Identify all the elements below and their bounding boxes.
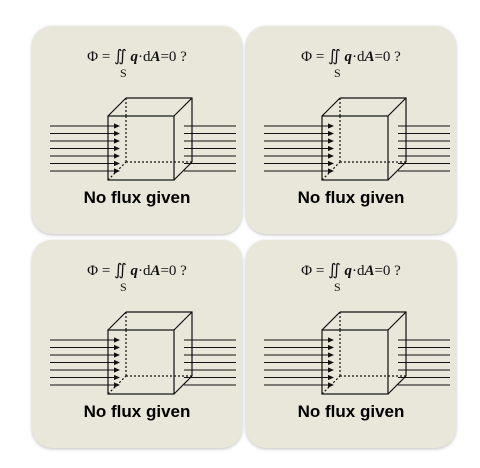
no-flux-caption: No flux given	[83, 188, 191, 207]
incoming-arrow-head	[114, 145, 120, 152]
incoming-arrow-head	[328, 367, 334, 373]
phi-symbol: Φ	[301, 263, 313, 279]
phi-symbol: Φ	[87, 263, 99, 279]
incoming-arrow-head	[328, 160, 334, 167]
double-integral-symbol: ∬	[114, 262, 127, 279]
no-flux-caption: No flux given	[83, 402, 191, 421]
coaster-3: Φ = ∬ q·dA=0 ? S No flux giv	[32, 240, 242, 448]
double-integral-symbol: ∬	[328, 262, 341, 279]
incoming-arrow-head	[328, 374, 334, 381]
equals-zero-question: =0 ?	[374, 263, 401, 279]
incoming-arrow-head	[114, 374, 120, 381]
cube-flux-arrows-icon	[50, 97, 236, 181]
equals-zero-question: =0 ?	[160, 49, 187, 65]
phi-symbol: Φ	[87, 49, 99, 65]
equals-sign: =	[98, 263, 115, 279]
phi-symbol: Φ	[301, 49, 313, 65]
coaster-2: Φ = ∬ q·dA=0 ? S No flux giv	[246, 26, 456, 234]
incoming-arrow-head	[114, 160, 120, 167]
incoming-arrow-head	[114, 153, 120, 159]
incoming-arrow-head	[328, 337, 334, 343]
dot-d: ·d	[137, 49, 151, 65]
incoming-arrow-head	[328, 130, 334, 137]
surface-subscript: S	[334, 280, 341, 294]
flux-formula: Φ = ∬ q·dA=0 ?	[246, 46, 456, 66]
double-integral-symbol: ∬	[328, 48, 341, 65]
cube-flux-arrows-icon	[50, 311, 236, 395]
surface-subscript: S	[334, 66, 341, 80]
flux-formula: Φ = ∬ q·dA=0 ?	[32, 260, 242, 280]
incoming-arrow-head	[114, 344, 120, 351]
flux-formula: Φ = ∬ q·dA=0 ?	[32, 46, 242, 66]
flux-formula: Φ = ∬ q·dA=0 ?	[246, 260, 456, 280]
q-vector: q	[130, 49, 138, 65]
dot-d: ·d	[351, 49, 365, 65]
a-vector: A	[364, 49, 375, 65]
double-integral-symbol: ∬	[114, 48, 127, 65]
incoming-arrow-head	[328, 145, 334, 152]
a-vector: A	[364, 263, 375, 279]
incoming-arrow-head	[114, 130, 120, 137]
q-vector: q	[344, 49, 352, 65]
surface-subscript: S	[120, 280, 127, 294]
incoming-arrow-head	[328, 138, 334, 144]
equals-zero-question: =0 ?	[374, 49, 401, 65]
incoming-arrow-head	[114, 367, 120, 373]
incoming-arrow-head	[328, 352, 334, 358]
equals-sign: =	[312, 49, 329, 65]
incoming-arrow-head	[114, 123, 120, 129]
equals-sign: =	[312, 263, 329, 279]
dot-d: ·d	[137, 263, 151, 279]
equals-sign: =	[98, 49, 115, 65]
coaster-1: Φ = ∬ q·dA=0 ? S No flux giv	[32, 26, 242, 234]
no-flux-caption: No flux given	[297, 188, 405, 207]
incoming-arrow-head	[114, 352, 120, 358]
a-vector: A	[150, 49, 161, 65]
incoming-arrow-head	[114, 337, 120, 343]
cube-flux-arrows-icon	[264, 311, 450, 395]
incoming-arrow-head	[328, 344, 334, 351]
incoming-arrow-head	[328, 153, 334, 159]
incoming-arrow-head	[114, 359, 120, 366]
q-vector: q	[130, 263, 138, 279]
a-vector: A	[150, 263, 161, 279]
equals-zero-question: =0 ?	[160, 263, 187, 279]
surface-subscript: S	[120, 66, 127, 80]
dot-d: ·d	[351, 263, 365, 279]
incoming-arrow-head	[328, 359, 334, 366]
incoming-arrow-head	[328, 123, 334, 129]
cube-flux-arrows-icon	[264, 97, 450, 181]
incoming-arrow-head	[114, 138, 120, 144]
no-flux-caption: No flux given	[297, 402, 405, 421]
q-vector: q	[344, 263, 352, 279]
coaster-4: Φ = ∬ q·dA=0 ? S No flux giv	[246, 240, 456, 448]
